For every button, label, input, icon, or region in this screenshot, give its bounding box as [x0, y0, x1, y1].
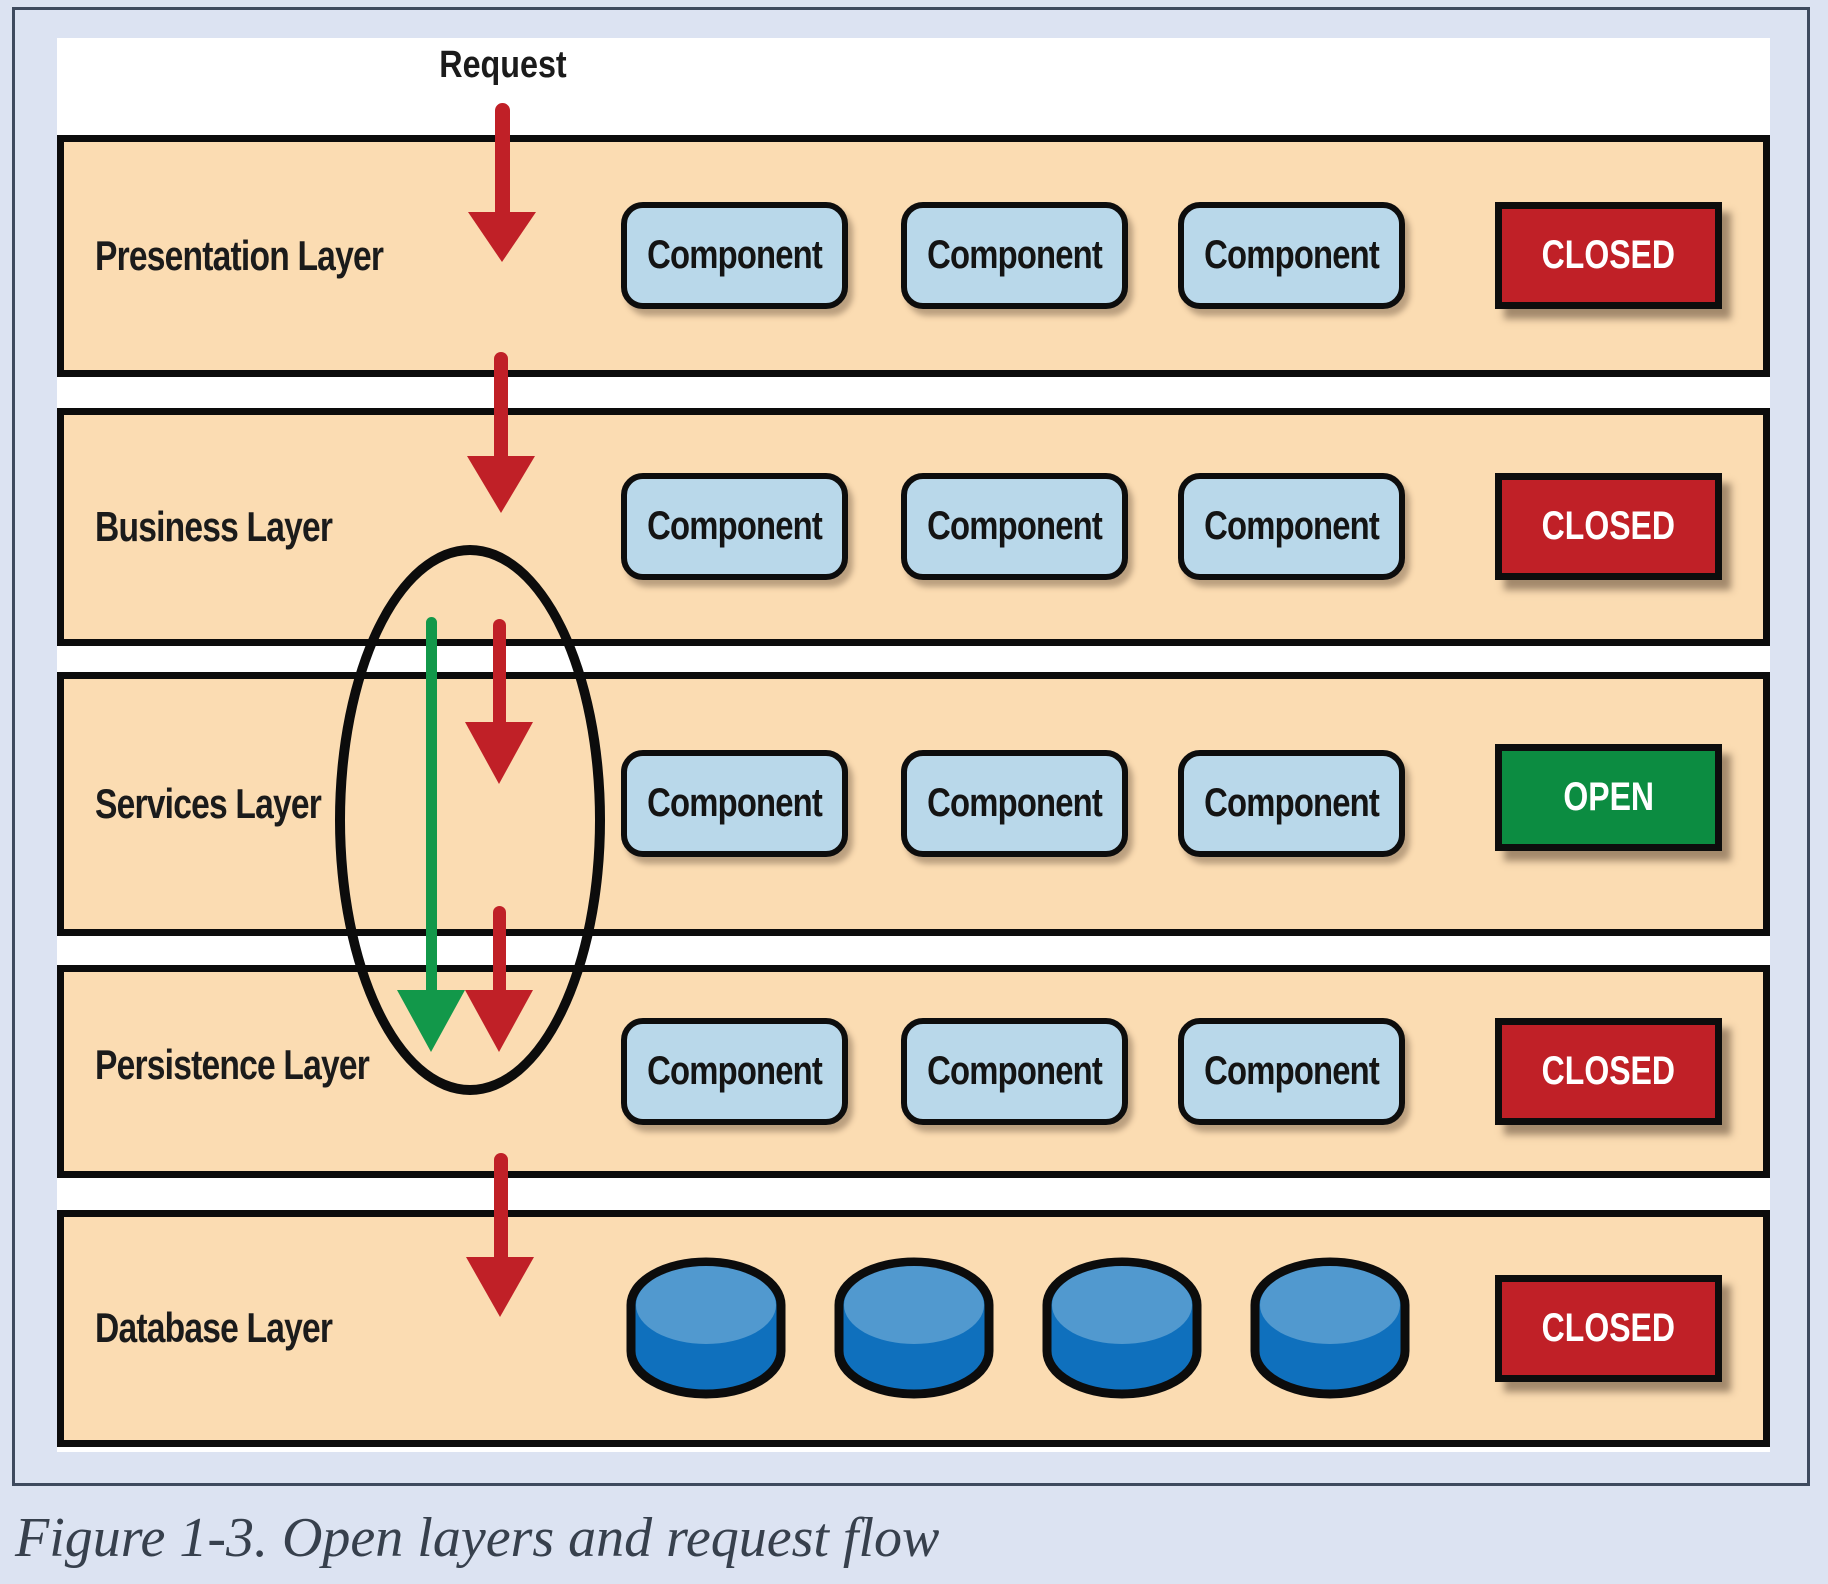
- component-label: Component: [927, 1049, 1103, 1093]
- component-label: Component: [647, 504, 823, 548]
- open-flow-arrow-head: [397, 990, 465, 1052]
- request-arrow-shaft-2: [494, 352, 508, 456]
- component-box: Component: [901, 750, 1128, 857]
- component-label: Component: [647, 1049, 823, 1093]
- figure-caption: Figure 1-3. Open layers and request flow: [15, 1507, 940, 1569]
- component-box: Component: [1178, 202, 1405, 309]
- figure-frame: [12, 7, 1810, 1486]
- request-arrow-shaft-3: [493, 619, 506, 722]
- request-arrow-head-1: [468, 212, 536, 262]
- component-label: Component: [927, 781, 1103, 825]
- status-badge-text: OPEN: [1563, 775, 1654, 819]
- component-box: Component: [1178, 750, 1405, 857]
- database-cylinder-icon: [626, 1257, 786, 1399]
- open-flow-arrow-shaft: [426, 617, 437, 990]
- request-arrow-head-5: [466, 1257, 534, 1317]
- component-label: Component: [927, 233, 1103, 277]
- component-label: Component: [1204, 781, 1380, 825]
- layer-label-services: Services Layer: [95, 780, 322, 827]
- component-box: Component: [621, 750, 848, 857]
- component-box: Component: [901, 473, 1128, 580]
- component-label: Component: [647, 233, 823, 277]
- component-box: Component: [621, 473, 848, 580]
- status-badge-text: CLOSED: [1541, 1306, 1676, 1350]
- database-cylinder-icon: [834, 1257, 994, 1399]
- request-arrow-head-2: [467, 456, 535, 513]
- request-arrow-head-3: [465, 722, 533, 784]
- layer-label-business: Business Layer: [95, 503, 333, 550]
- database-cylinder-icon: [1250, 1257, 1410, 1399]
- component-box: Component: [621, 1018, 848, 1125]
- layer-label-database: Database Layer: [95, 1304, 333, 1351]
- status-badge-text: CLOSED: [1541, 233, 1676, 277]
- request-arrow-shaft-1: [495, 103, 510, 212]
- request-label-text: Request: [439, 44, 567, 86]
- component-label: Component: [1204, 233, 1380, 277]
- layer-label-persistence: Persistence Layer: [95, 1041, 370, 1088]
- request-arrow-shaft-5: [494, 1153, 508, 1257]
- status-badge-database: CLOSED: [1495, 1275, 1722, 1382]
- request-arrow-head-4: [465, 990, 533, 1052]
- open-layers-ellipse: [335, 545, 605, 1095]
- component-box: Component: [901, 1018, 1128, 1125]
- component-label: Component: [927, 504, 1103, 548]
- database-cylinder-icon: [1042, 1257, 1202, 1399]
- component-box: Component: [901, 202, 1128, 309]
- component-box: Component: [1178, 473, 1405, 580]
- component-label: Component: [1204, 504, 1380, 548]
- status-badge-text: CLOSED: [1541, 1049, 1676, 1093]
- status-badge-business: CLOSED: [1495, 473, 1722, 580]
- component-label: Component: [1204, 1049, 1380, 1093]
- status-badge-text: CLOSED: [1541, 504, 1676, 548]
- status-badge-persistence: CLOSED: [1495, 1018, 1722, 1125]
- layer-label-presentation: Presentation Layer: [95, 232, 384, 279]
- request-arrow-shaft-4: [493, 906, 506, 990]
- request-label: Request: [380, 44, 626, 87]
- component-label: Component: [647, 781, 823, 825]
- component-box: Component: [1178, 1018, 1405, 1125]
- status-badge-presentation: CLOSED: [1495, 202, 1722, 309]
- status-badge-services: OPEN: [1495, 744, 1722, 851]
- component-box: Component: [621, 202, 848, 309]
